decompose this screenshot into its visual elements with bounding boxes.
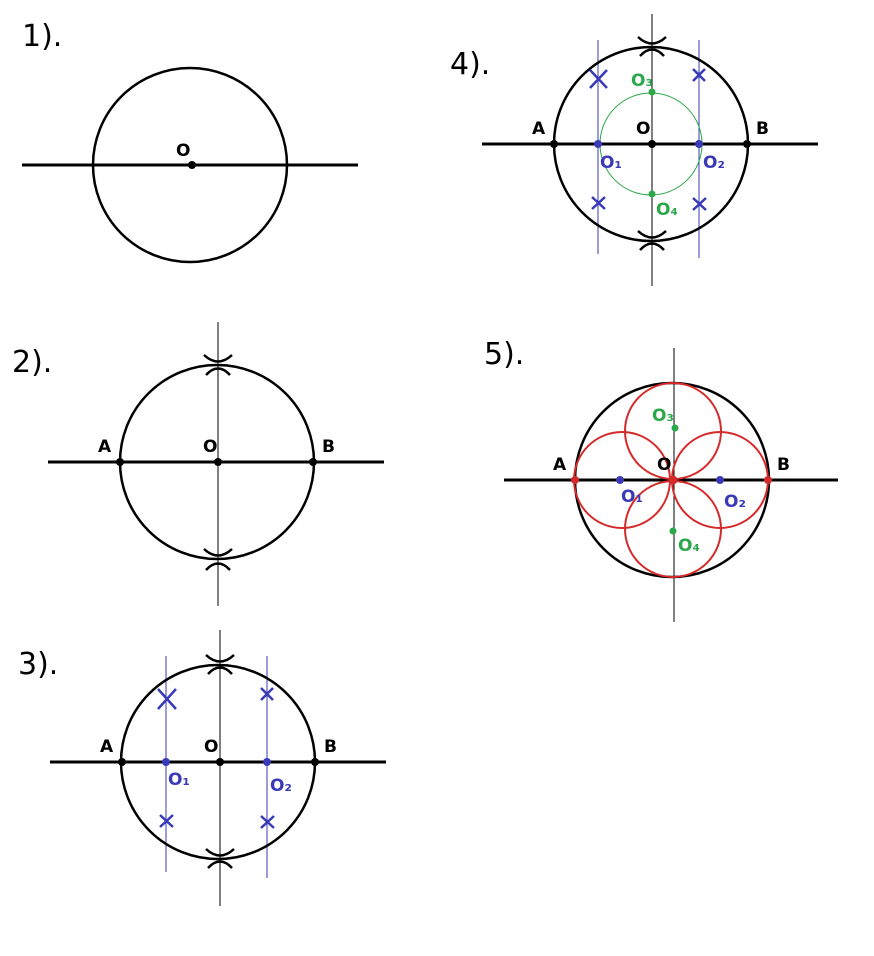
point-a <box>118 758 126 766</box>
cross-mark <box>692 197 707 211</box>
step-3-label: 3). <box>18 647 58 682</box>
point-o <box>668 475 678 485</box>
point-o2 <box>263 758 271 766</box>
label-o4: O₄ <box>656 200 678 220</box>
label-a: A <box>553 455 567 475</box>
step-1: 1). O <box>22 19 358 264</box>
cross-mark <box>260 815 275 829</box>
label-o1: O₁ <box>600 153 622 173</box>
label-b: B <box>322 437 335 457</box>
label-o1: O₁ <box>168 770 190 790</box>
point-o2 <box>695 140 703 148</box>
step-4-label: 4). <box>450 47 490 82</box>
cross-mark <box>589 69 608 89</box>
petal-circle-top <box>624 382 722 480</box>
label-b: B <box>756 119 769 139</box>
point-b <box>764 476 772 484</box>
step-4: 4). A O B O₁ O₂ O₃ O₄ <box>450 14 818 286</box>
point-o3 <box>648 88 656 96</box>
point-a <box>571 476 579 484</box>
step-2: 2). A O B <box>12 322 384 606</box>
label-a: A <box>100 737 114 757</box>
point-b <box>309 458 317 466</box>
arc-mark-bottom <box>637 230 667 251</box>
label-o2: O₂ <box>703 153 725 173</box>
point-o3 <box>671 424 679 432</box>
cross-mark <box>159 814 174 828</box>
point-o <box>216 758 224 766</box>
point-b <box>743 140 751 148</box>
arc-mark-top <box>203 354 233 376</box>
cross-mark <box>157 688 177 710</box>
step-5: 5). A O B O₁ O₂ O₃ O₄ <box>484 337 838 622</box>
point-o1 <box>616 476 624 484</box>
cross-mark <box>260 687 274 701</box>
label-a: A <box>98 437 112 457</box>
label-a: A <box>532 119 546 139</box>
point-b <box>311 758 319 766</box>
label-b: B <box>324 737 337 757</box>
arc-mark-top <box>637 36 667 57</box>
label-o: O <box>176 141 190 161</box>
point-o1 <box>162 758 170 766</box>
arc-mark-bottom <box>205 848 235 869</box>
step-1-label: 1). <box>22 19 62 54</box>
cross-mark <box>692 68 706 82</box>
step-5-label: 5). <box>484 337 524 372</box>
point-o4 <box>669 527 677 535</box>
step-3: 3). A O B O₁ O₂ <box>18 630 386 906</box>
arc-mark-bottom <box>203 548 233 571</box>
label-o: O <box>203 437 217 457</box>
cross-mark <box>591 196 606 210</box>
main-circle <box>91 66 289 264</box>
point-a <box>550 140 558 148</box>
label-o4: O₄ <box>678 536 700 556</box>
label-o1: O₁ <box>621 487 643 507</box>
point-o2 <box>716 476 724 484</box>
label-o2: O₂ <box>724 492 746 512</box>
label-o: O <box>204 737 218 757</box>
point-o1 <box>594 140 602 148</box>
step-2-label: 2). <box>12 345 52 380</box>
arc-mark-top <box>205 654 235 675</box>
point-a <box>116 458 124 466</box>
label-o: O <box>636 119 650 139</box>
label-o3: O₃ <box>631 71 653 91</box>
point-o <box>648 140 656 148</box>
point-o4 <box>648 190 656 198</box>
label-b: B <box>777 455 790 475</box>
point-o <box>188 161 196 169</box>
label-o3: O₃ <box>652 406 674 426</box>
label-o: O <box>657 455 671 475</box>
label-o2: O₂ <box>270 776 292 796</box>
point-o <box>214 458 222 466</box>
